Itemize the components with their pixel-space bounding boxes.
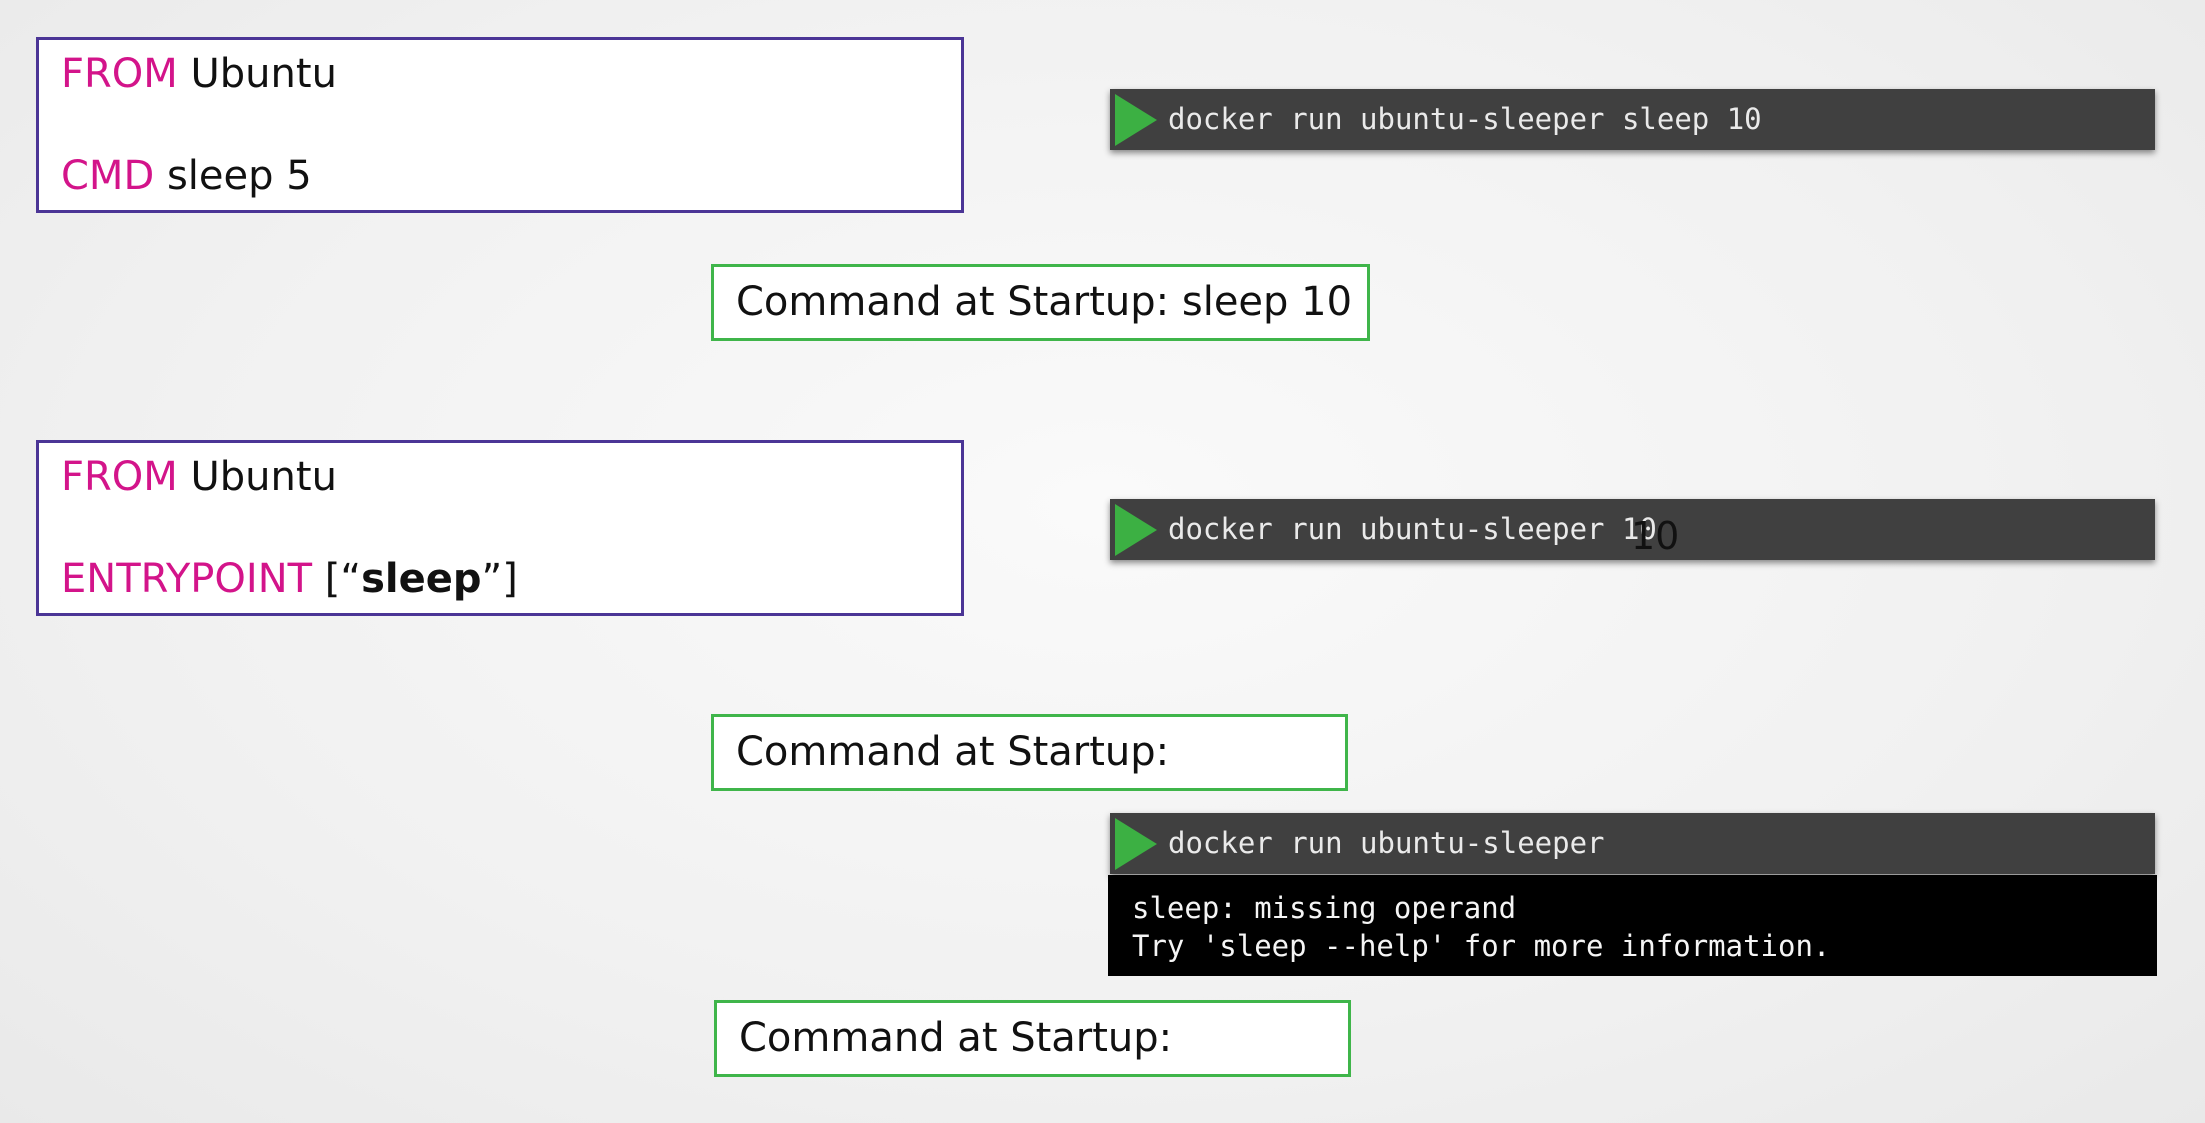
entrypoint-open-bracket: [“ (312, 556, 362, 602)
startup-command-label: Command at Startup: sleep 10 (736, 279, 1353, 325)
keyword-cmd: CMD (61, 153, 155, 199)
dockerfile-cmd: FROM Ubuntu CMD sleep 5 (36, 37, 964, 213)
terminal-command-1: docker run ubuntu-sleeper sleep 10 (1110, 89, 2155, 150)
from-value: Ubuntu (190, 51, 337, 97)
keyword-from: FROM (61, 51, 178, 97)
entrypoint-close-bracket: ”] (481, 556, 518, 602)
cmd-value: sleep 5 (166, 153, 312, 199)
keyword-from: FROM (61, 454, 178, 500)
startup-command-box-1: Command at Startup: sleep 10 (711, 264, 1370, 341)
play-icon (1115, 504, 1157, 556)
terminal-command-text: docker run ubuntu-sleeper 10 (1168, 512, 1657, 546)
terminal-command-text: docker run ubuntu-sleeper sleep 10 (1168, 102, 1762, 136)
terminal-output: sleep: missing operand Try 'sleep --help… (1108, 875, 2157, 976)
play-icon (1115, 818, 1157, 870)
dockerfile-line-from: FROM Ubuntu (61, 453, 337, 501)
dockerfile-line-entrypoint: ENTRYPOINT [“sleep”] (61, 555, 518, 603)
terminal-command-3: docker run ubuntu-sleeper (1110, 813, 2155, 874)
dockerfile-entrypoint: FROM Ubuntu ENTRYPOINT [“sleep”] (36, 440, 964, 616)
keyword-entrypoint: ENTRYPOINT (61, 556, 313, 602)
startup-command-label: Command at Startup: (739, 1015, 1173, 1061)
play-icon (1115, 94, 1157, 146)
argument-overlay: 10 (1631, 514, 1680, 558)
terminal-command-text: docker run ubuntu-sleeper (1168, 826, 1605, 860)
output-line: sleep: missing operand (1132, 891, 1517, 925)
from-value: Ubuntu (190, 454, 337, 500)
entrypoint-executable: sleep (361, 556, 482, 602)
dockerfile-line-cmd: CMD sleep 5 (61, 152, 312, 200)
output-line: Try 'sleep --help' for more information. (1132, 929, 1831, 963)
terminal-command-2: docker run ubuntu-sleeper 10 (1110, 499, 2155, 560)
startup-command-label: Command at Startup: (736, 729, 1170, 775)
dockerfile-line-from: FROM Ubuntu (61, 50, 337, 98)
startup-command-box-3: Command at Startup: (714, 1000, 1351, 1077)
startup-command-box-2: Command at Startup: (711, 714, 1348, 791)
